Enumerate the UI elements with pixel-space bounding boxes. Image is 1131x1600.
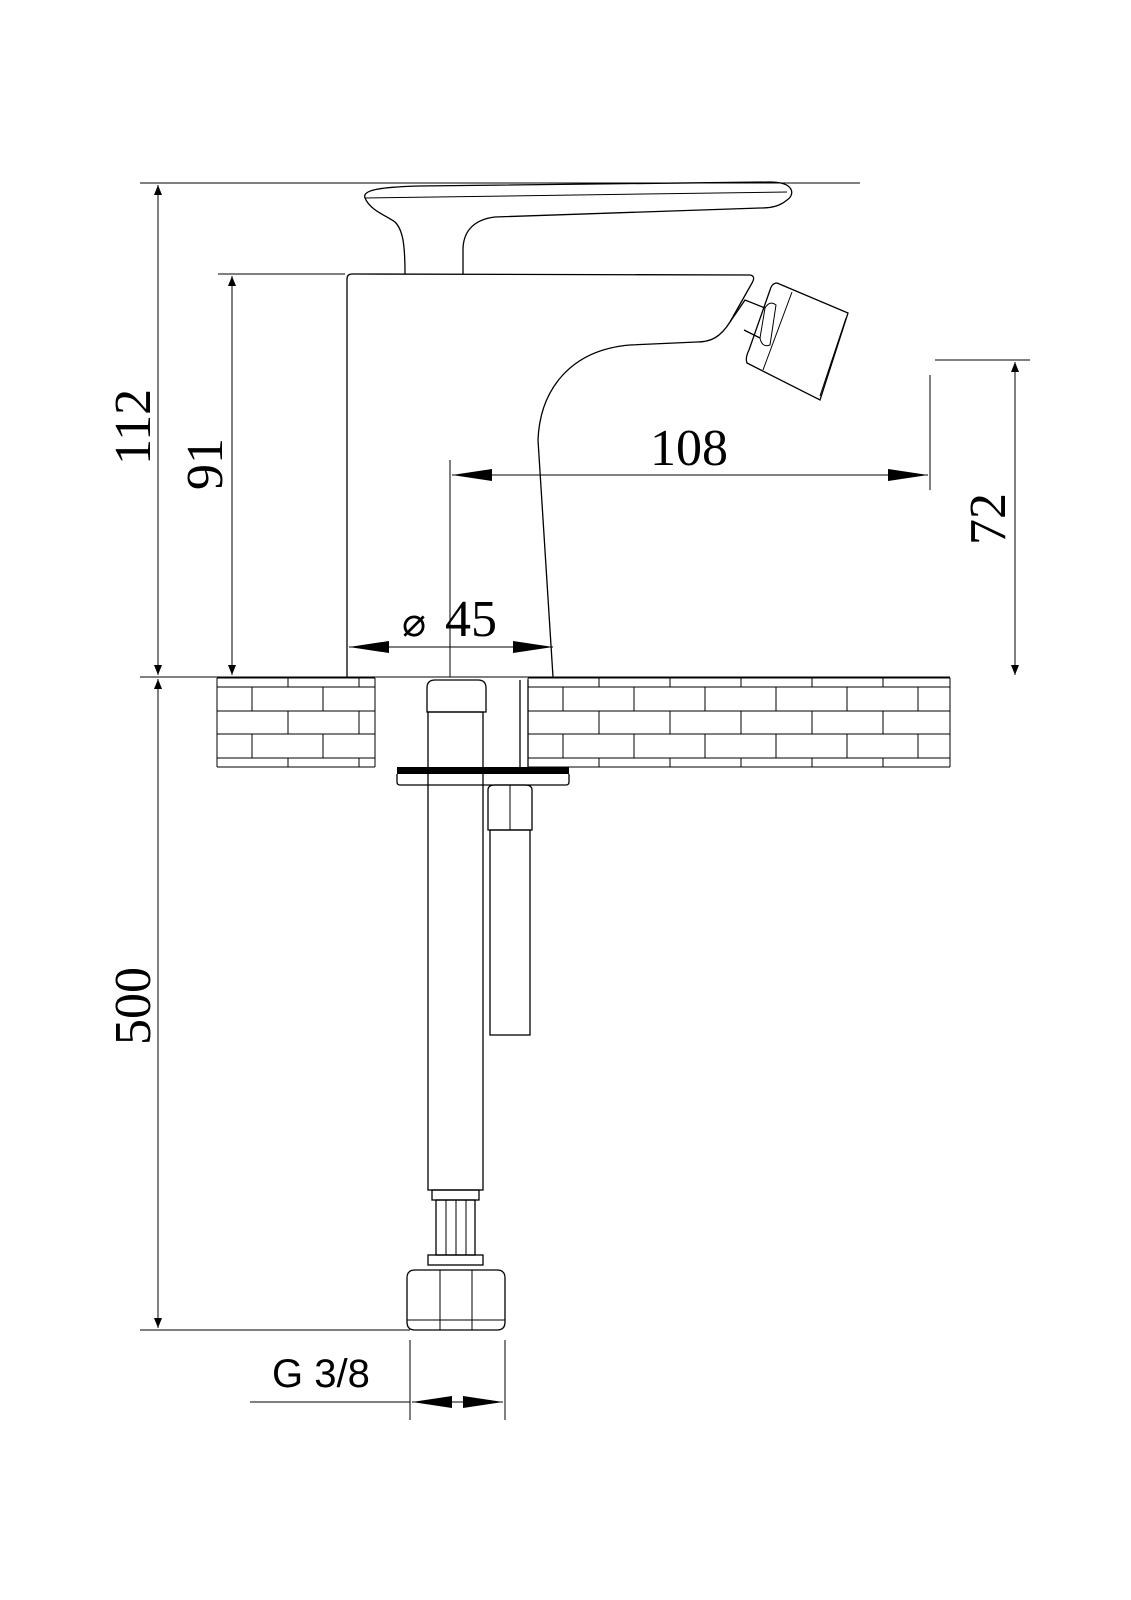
flexible-hose: [406, 679, 506, 1331]
dim-label-72: 72: [960, 493, 1017, 545]
diameter-symbol: ⌀: [402, 600, 426, 645]
dim-label-108: 108: [650, 420, 728, 477]
extension-lines: [140, 182, 1030, 1420]
dim-label-91: 91: [177, 438, 234, 490]
lever-handle: [364, 181, 793, 275]
thread-label-text: G 3/8: [272, 1352, 370, 1396]
faucet-body: [346, 273, 755, 678]
dim-label-112: 112: [105, 389, 162, 465]
threaded-stud: [487, 680, 533, 1036]
dim-label-45: 45: [445, 591, 497, 648]
countertop-section: [216, 677, 951, 768]
dim-label-500: 500: [105, 967, 162, 1045]
bidet-aerator: [729, 282, 849, 401]
